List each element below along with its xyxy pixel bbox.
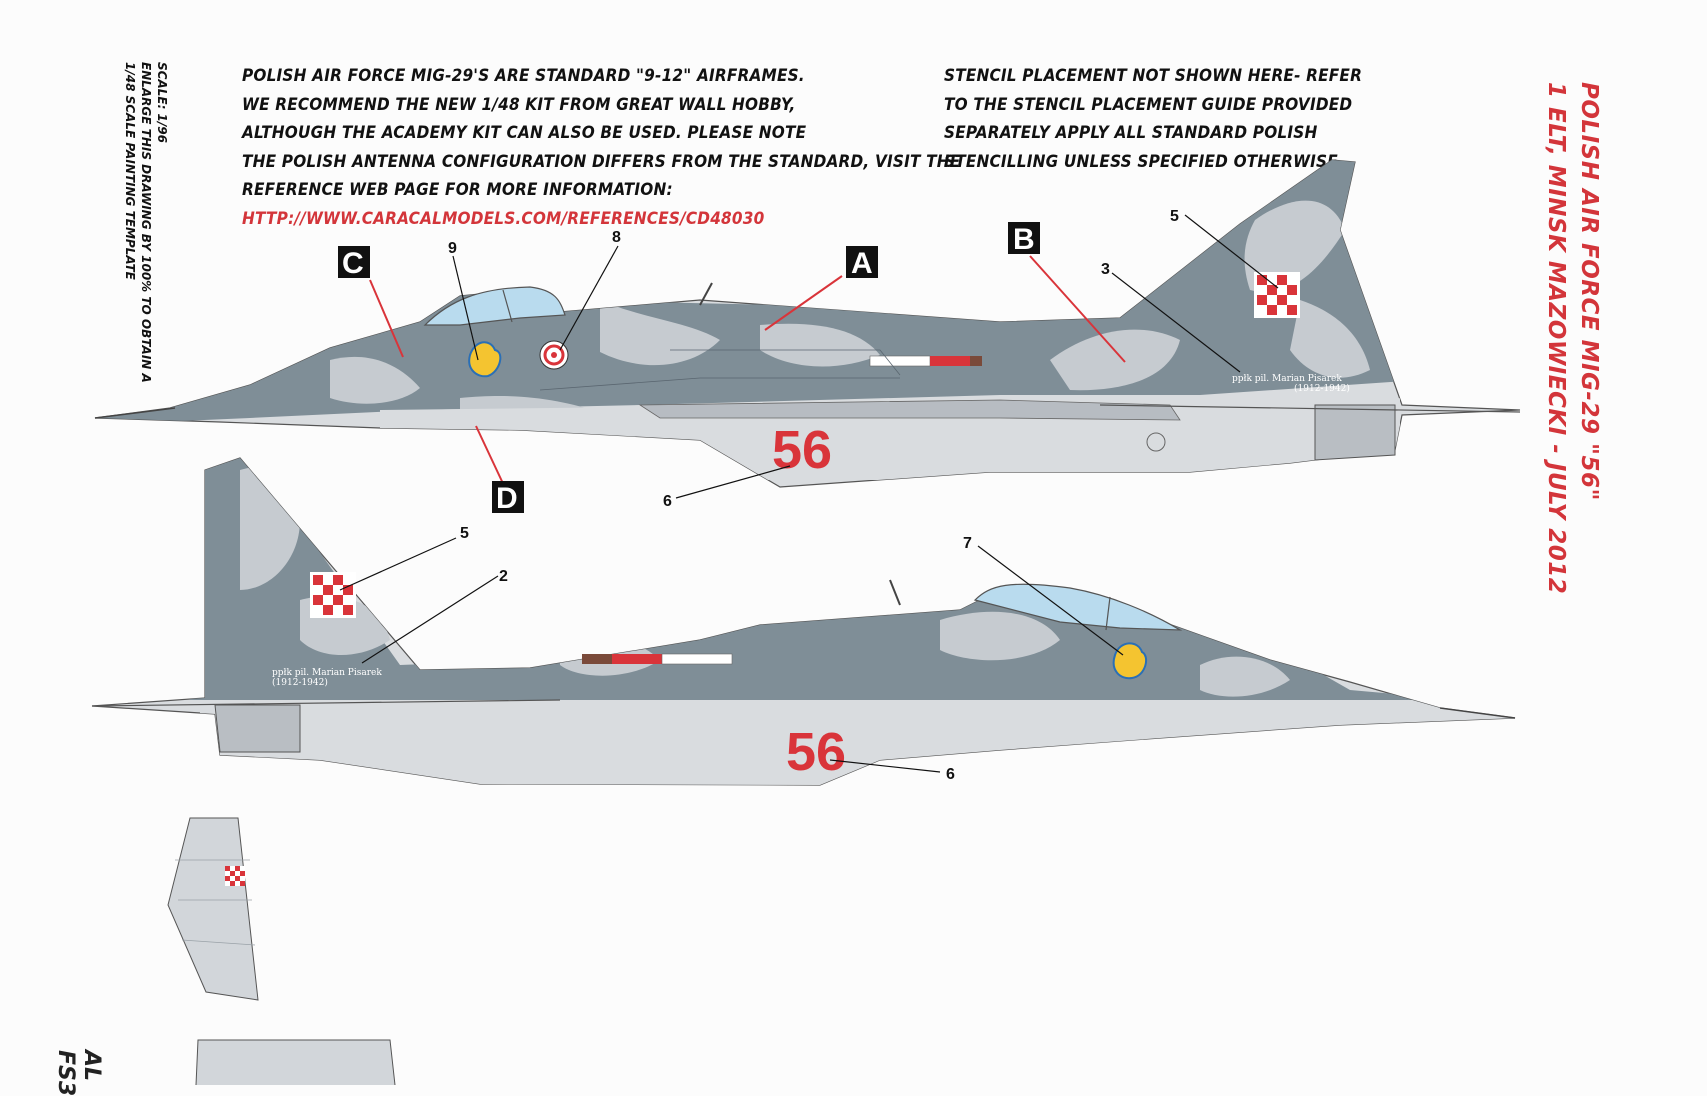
intro-note-line-1: POLISH AIR FORCE MIG-29'S ARE STANDARD "… [242, 66, 805, 86]
top-tail-checker [1254, 272, 1300, 318]
intro-note-line-5: REFERENCE WEB PAGE FOR MORE INFORMATION: [242, 180, 673, 200]
callout-number-7: 7 [963, 535, 972, 552]
callout-box-b: B [1008, 222, 1040, 256]
intro-note-line-4: THE POLISH ANTENNA CONFIGURATION DIFFERS… [242, 151, 961, 172]
bottom-tail-checker [310, 572, 356, 618]
top-aircraft-code: 56 [772, 420, 832, 480]
bottom-profile-aircraft: 56 ppłk pil. Marian Pisarek (1912-1942) [91, 457, 1516, 786]
reference-url-link[interactable]: HTTP://WWW.CARACALMODELS.COM/REFERENCES/… [242, 208, 765, 229]
callout-leaders [339, 214, 1279, 773]
top-profile-aircraft: 56 ppłk pil. Marian Pisarek (1912-1942) [94, 159, 1521, 488]
callout-number-5-top: 5 [1170, 208, 1179, 225]
stencil-note-line-4: STENCILLING UNLESS SPECIFIED OTHERWISE. [944, 151, 1344, 172]
tail-fin-detail [167, 817, 396, 1085]
callout-number-6-bottom: 6 [946, 766, 955, 783]
callout-number-6-top: 6 [663, 493, 672, 510]
callout-number-2: 2 [499, 568, 508, 585]
bottom-tail-inscription-line-2: (1912-1942) [272, 677, 328, 688]
callout-number-9: 9 [448, 240, 457, 257]
callout-box-a: A [846, 246, 878, 280]
top-tail-inscription-line-2: (1912-1942) [1294, 383, 1350, 394]
callout-box-c: C [338, 246, 370, 280]
stencil-note-line-1: STENCIL PLACEMENT NOT SHOWN HERE- REFER [944, 66, 1363, 86]
intro-note-line-3: ALTHOUGH THE ACADEMY KIT CAN ALSO BE USE… [242, 123, 807, 143]
top-tail-inscription-line-1: ppłk pil. Marian Pisarek [1232, 374, 1342, 384]
svg-text:B: B [1013, 223, 1035, 256]
bottom-aircraft-code: 56 [786, 722, 846, 782]
stencil-note: STENCIL PLACEMENT NOT SHOWN HERE- REFER … [944, 62, 1362, 176]
svg-text:C: C [342, 247, 364, 280]
stencil-note-line-3: SEPARATELY APPLY ALL STANDARD POLISH [944, 123, 1318, 143]
callout-number-8: 8 [612, 229, 621, 246]
stencil-note-line-2: TO THE STENCIL PLACEMENT GUIDE PROVIDED [944, 94, 1353, 115]
callout-box-d: D [492, 481, 524, 515]
intro-note: POLISH AIR FORCE MIG-29'S ARE STANDARD "… [242, 62, 960, 233]
svg-text:A: A [851, 247, 873, 280]
intro-note-line-2: WE RECOMMEND THE NEW 1/48 KIT FROM GREAT… [242, 94, 796, 115]
bottom-tail-inscription-line-1: ppłk pil. Marian Pisarek [272, 668, 382, 678]
callout-number-3: 3 [1101, 261, 1110, 278]
callout-number-5-bottom: 5 [460, 525, 469, 542]
svg-text:D: D [496, 482, 518, 515]
